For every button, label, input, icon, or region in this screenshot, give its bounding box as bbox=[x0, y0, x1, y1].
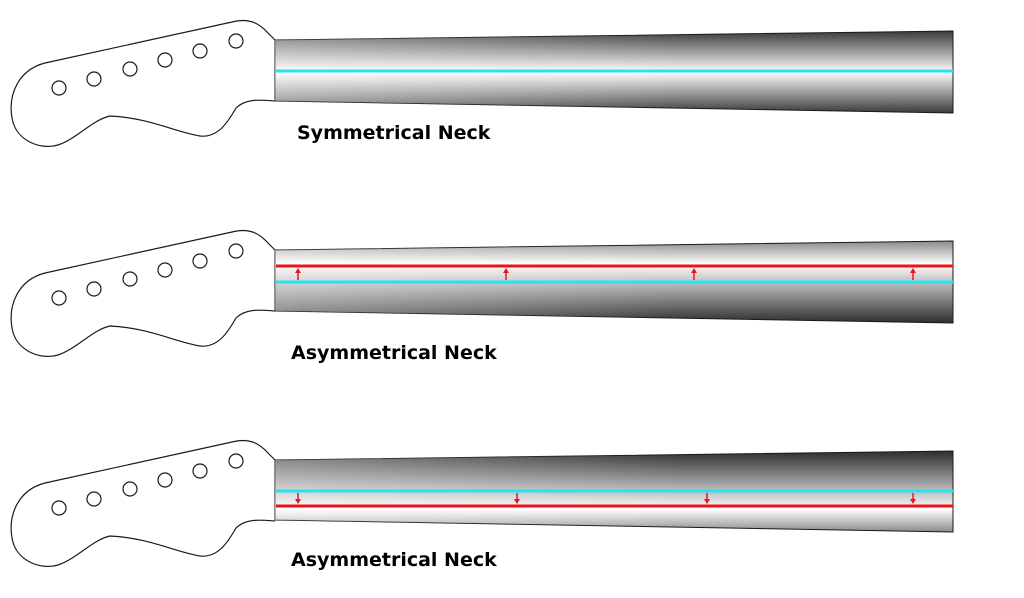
tuner-hole bbox=[86, 491, 102, 507]
up-arrow-icon bbox=[503, 268, 509, 280]
tuner-hole bbox=[51, 500, 67, 516]
tuner-hole bbox=[228, 243, 244, 259]
down-arrow-icon bbox=[910, 493, 916, 504]
up-arrow-icon bbox=[910, 268, 916, 280]
tuner-hole bbox=[86, 281, 102, 297]
tuner-hole bbox=[51, 290, 67, 306]
tuner-holes bbox=[51, 243, 244, 306]
tuner-hole bbox=[228, 453, 244, 469]
up-arrow-icon bbox=[295, 268, 301, 280]
tuner-hole bbox=[122, 61, 138, 77]
offset-arrows bbox=[295, 268, 916, 280]
tuner-hole bbox=[192, 43, 208, 59]
asymmetrical-neck-diagram-up: Asymmetrical Neck bbox=[10, 229, 954, 364]
asymmetrical-neck-diagram-down: Asymmetrical Neck bbox=[10, 439, 954, 571]
headstock-outline bbox=[10, 229, 276, 357]
down-arrow-icon bbox=[704, 493, 710, 504]
symmetrical-neck-diagram: Symmetrical Neck bbox=[10, 19, 954, 147]
offset-arrows bbox=[295, 493, 916, 504]
tuner-hole bbox=[192, 463, 208, 479]
tuner-hole bbox=[157, 472, 173, 488]
up-arrow-icon bbox=[691, 268, 697, 280]
neck-label: Symmetrical Neck bbox=[297, 122, 491, 144]
down-arrow-icon bbox=[514, 493, 520, 504]
headstock-outline bbox=[10, 19, 276, 147]
down-arrow-icon bbox=[295, 493, 301, 504]
tuner-hole bbox=[86, 71, 102, 87]
neck-label: Asymmetrical Neck bbox=[291, 549, 497, 571]
tuner-hole bbox=[51, 80, 67, 96]
tuner-holes bbox=[51, 453, 244, 516]
tuner-hole bbox=[157, 52, 173, 68]
tuner-hole bbox=[122, 271, 138, 287]
neck-label: Asymmetrical Neck bbox=[291, 342, 497, 364]
tuner-holes bbox=[51, 33, 244, 96]
headstock-outline bbox=[10, 439, 276, 567]
tuner-hole bbox=[192, 253, 208, 269]
tuner-hole bbox=[122, 481, 138, 497]
tuner-hole bbox=[157, 262, 173, 278]
tuner-hole bbox=[228, 33, 244, 49]
